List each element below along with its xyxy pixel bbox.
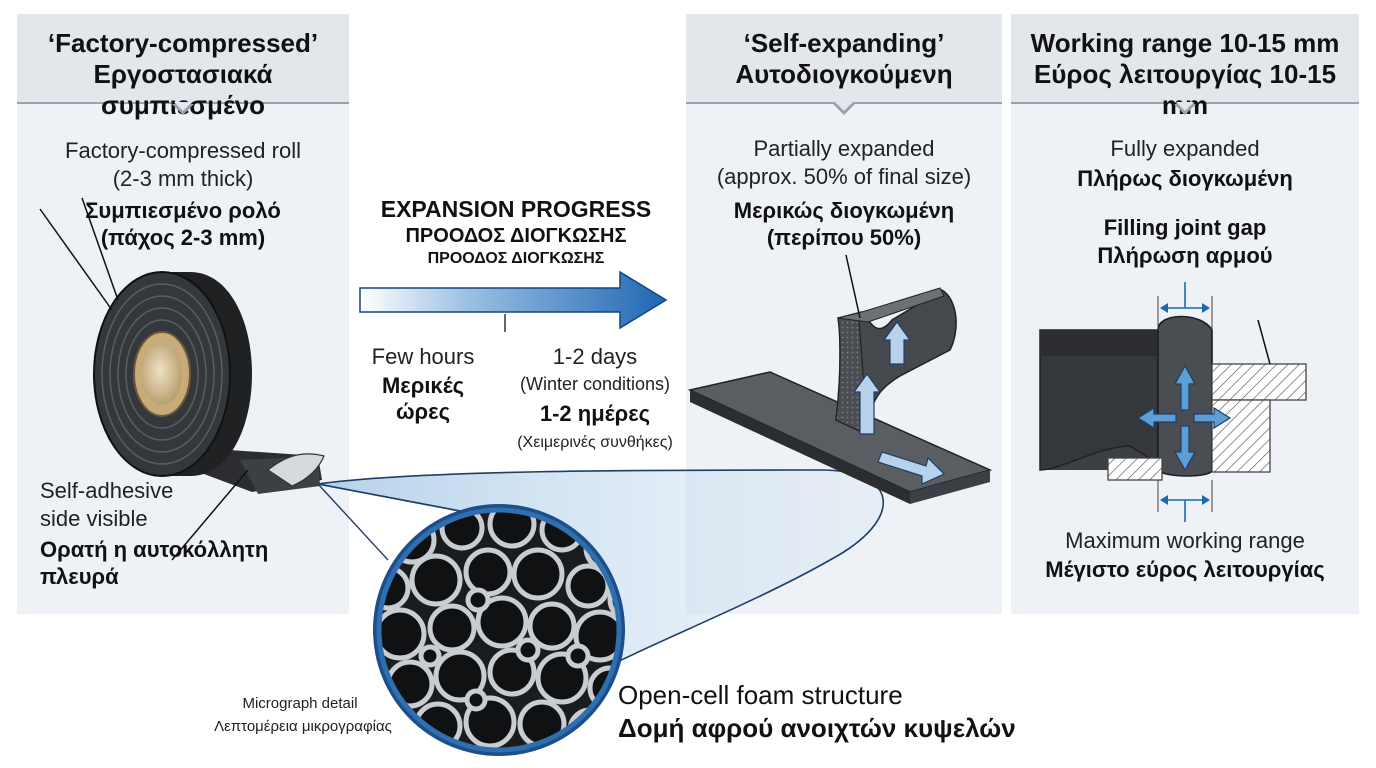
expansion-arrow	[359, 270, 668, 332]
compressed-title-en: ‘Factory-compressed’	[47, 28, 319, 58]
gap-label-en: Filling joint gap	[1103, 215, 1267, 240]
range-label-en: Maximum working range	[1065, 528, 1305, 553]
roll-label-en-2: (2-3 mm thick)	[112, 166, 254, 191]
foam-strip-icon	[687, 254, 993, 504]
roll-label-en-1: Factory-compressed roll	[65, 138, 301, 163]
days-condition-el: (Χειμερινές συνθήκες)	[517, 434, 673, 451]
expanding-title-en: ‘Self-expanding’	[743, 28, 945, 58]
working-header: Working range 10-15 mm Εύρος λειτουργίας…	[1011, 14, 1359, 120]
roll-label-el-2: (πάχος 2-3 mm)	[100, 225, 266, 250]
foam-structure-en: Open-cell foam structure	[618, 680, 903, 710]
expanding-label-en-1: Partially expanded	[753, 136, 935, 161]
roll-label-el-1: Συμπιεσμένο ρολό	[85, 198, 281, 223]
days-el: 1-2 ημέρες	[539, 401, 651, 426]
micrograph-detail-el: Λεπτομέρεια μικρογραφίας	[214, 718, 392, 735]
expanding-label-en-2: (approx. 50% of final size)	[716, 164, 972, 189]
adhesive-label-en-1: Self-adhesive	[40, 478, 174, 503]
working-label-el: Πλήρως διογκωμένη	[1077, 166, 1293, 191]
expanding-header: ‘Self-expanding’ Αυτοδιογκούμενη	[686, 14, 1002, 104]
progress-title-1: EXPANSION PROGRESS	[380, 196, 652, 222]
expanding-label-el-1: Μερικώς διογκωμένη	[733, 198, 955, 223]
working-title-en: Working range 10-15 mm	[1030, 28, 1340, 58]
joint-section-icon	[1039, 282, 1307, 522]
few-hours-en: Few hours	[371, 344, 475, 369]
progress-title-3: ΠΡΟΟΔΟΣ ΔΙΟΓΚΩΣΗΣ	[427, 250, 605, 267]
adhesive-label-en-2: side visible	[40, 506, 148, 531]
foam-structure-el: Δομή αφρού ανοιχτών κυψελών	[618, 713, 1016, 743]
compressed-header: ‘Factory-compressed’ Εργοστασιακά συμπιε…	[17, 14, 349, 120]
compressed-title-el: Εργοστασιακά συμπιεσμένο	[93, 59, 273, 120]
expanding-label-el-2: (περίπου 50%)	[766, 225, 922, 250]
gap-label-el: Πλήρωση αρμού	[1097, 243, 1273, 268]
adhesive-label-el-1: Ορατή η αυτοκόλλητη	[40, 537, 269, 562]
expanding-title-el: Αυτοδιογκούμενη	[735, 59, 953, 89]
tape-roll-icon	[39, 197, 325, 561]
few-hours-el: Μερικές ώρες	[381, 373, 465, 424]
compressed-header-notch	[172, 102, 194, 115]
range-label-el: Μέγιστο εύρος λειτουργίας	[1045, 557, 1325, 582]
days-condition-en: (Winter conditions)	[519, 374, 671, 394]
expanding-header-notch	[833, 102, 855, 115]
days-en: 1-2 days	[552, 344, 638, 369]
adhesive-label-el-2: πλευρά	[40, 564, 119, 589]
progress-title-2: ΠΡΟΟΔΟΣ ΔΙΟΓΚΩΣΗΣ	[405, 225, 627, 247]
micrograph-detail-en: Micrograph detail	[242, 695, 358, 712]
working-header-notch	[1174, 102, 1196, 115]
working-label-en: Fully expanded	[1110, 136, 1260, 161]
working-title-el: Εύρος λειτουργίας 10-15 mm	[1033, 59, 1337, 120]
